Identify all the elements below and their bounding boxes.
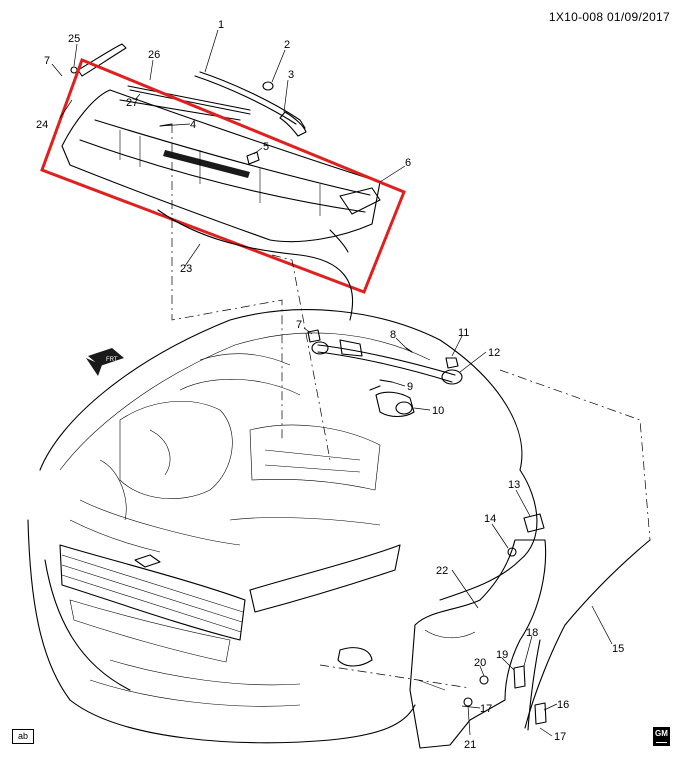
callout-numbers: 1 2 3 4 5 6 7 7 8 9 10 11 12 13 14 15 16… (36, 19, 624, 751)
callout-13: 13 (508, 479, 520, 491)
callout-8: 8 (390, 329, 396, 341)
washer-nozzle-hose (524, 539, 651, 731)
wiper-arms-and-blades (70, 43, 307, 137)
callout-4: 4 (190, 119, 196, 131)
callout-5: 5 (263, 141, 269, 153)
cowl-vent-panel (61, 89, 381, 253)
callout-22: 22 (436, 565, 448, 577)
callout-9: 9 (407, 381, 413, 393)
callout-12: 12 (488, 347, 500, 359)
callout-23: 23 (180, 263, 192, 275)
callout-7-lower: 7 (296, 319, 302, 331)
document-id: 1X10-008 01/09/2017 (549, 10, 670, 24)
callout-14: 14 (484, 513, 496, 525)
document-date: 01/09/2017 (606, 10, 670, 24)
wiper-linkage-and-motor (307, 329, 463, 418)
washer-reservoir (409, 513, 547, 749)
vehicle-front-outline (27, 309, 538, 744)
callout-17-middle: 17 (480, 703, 492, 715)
gm-logo-icon: GM (653, 727, 670, 746)
highlight-box (40, 58, 406, 294)
callout-25: 25 (68, 33, 80, 45)
corner-tag: ab (12, 729, 34, 744)
washer-hose (157, 209, 354, 321)
callout-18: 18 (526, 627, 538, 639)
connection-lines (171, 124, 651, 689)
leader-lines (51, 29, 613, 737)
callout-17-bottom: 17 (554, 731, 566, 743)
callout-21: 21 (464, 739, 476, 751)
callout-10: 10 (432, 405, 444, 417)
forward-arrow-label: FRT (106, 357, 118, 363)
callout-20: 20 (474, 657, 486, 669)
callout-19: 19 (496, 649, 508, 661)
callout-24: 24 (36, 119, 48, 131)
callout-3: 3 (288, 69, 294, 81)
callout-26: 26 (148, 49, 160, 61)
callout-16: 16 (557, 699, 569, 711)
callout-11: 11 (458, 327, 469, 339)
callout-7-upper: 7 (44, 55, 50, 67)
callout-6: 6 (405, 157, 411, 169)
callout-1: 1 (218, 19, 224, 31)
callout-2: 2 (284, 39, 290, 51)
document-code: 1X10-008 (548, 10, 604, 24)
callout-27: 27 (126, 97, 138, 109)
callout-15: 15 (612, 643, 624, 655)
forward-arrow-icon: FRT (86, 348, 124, 376)
